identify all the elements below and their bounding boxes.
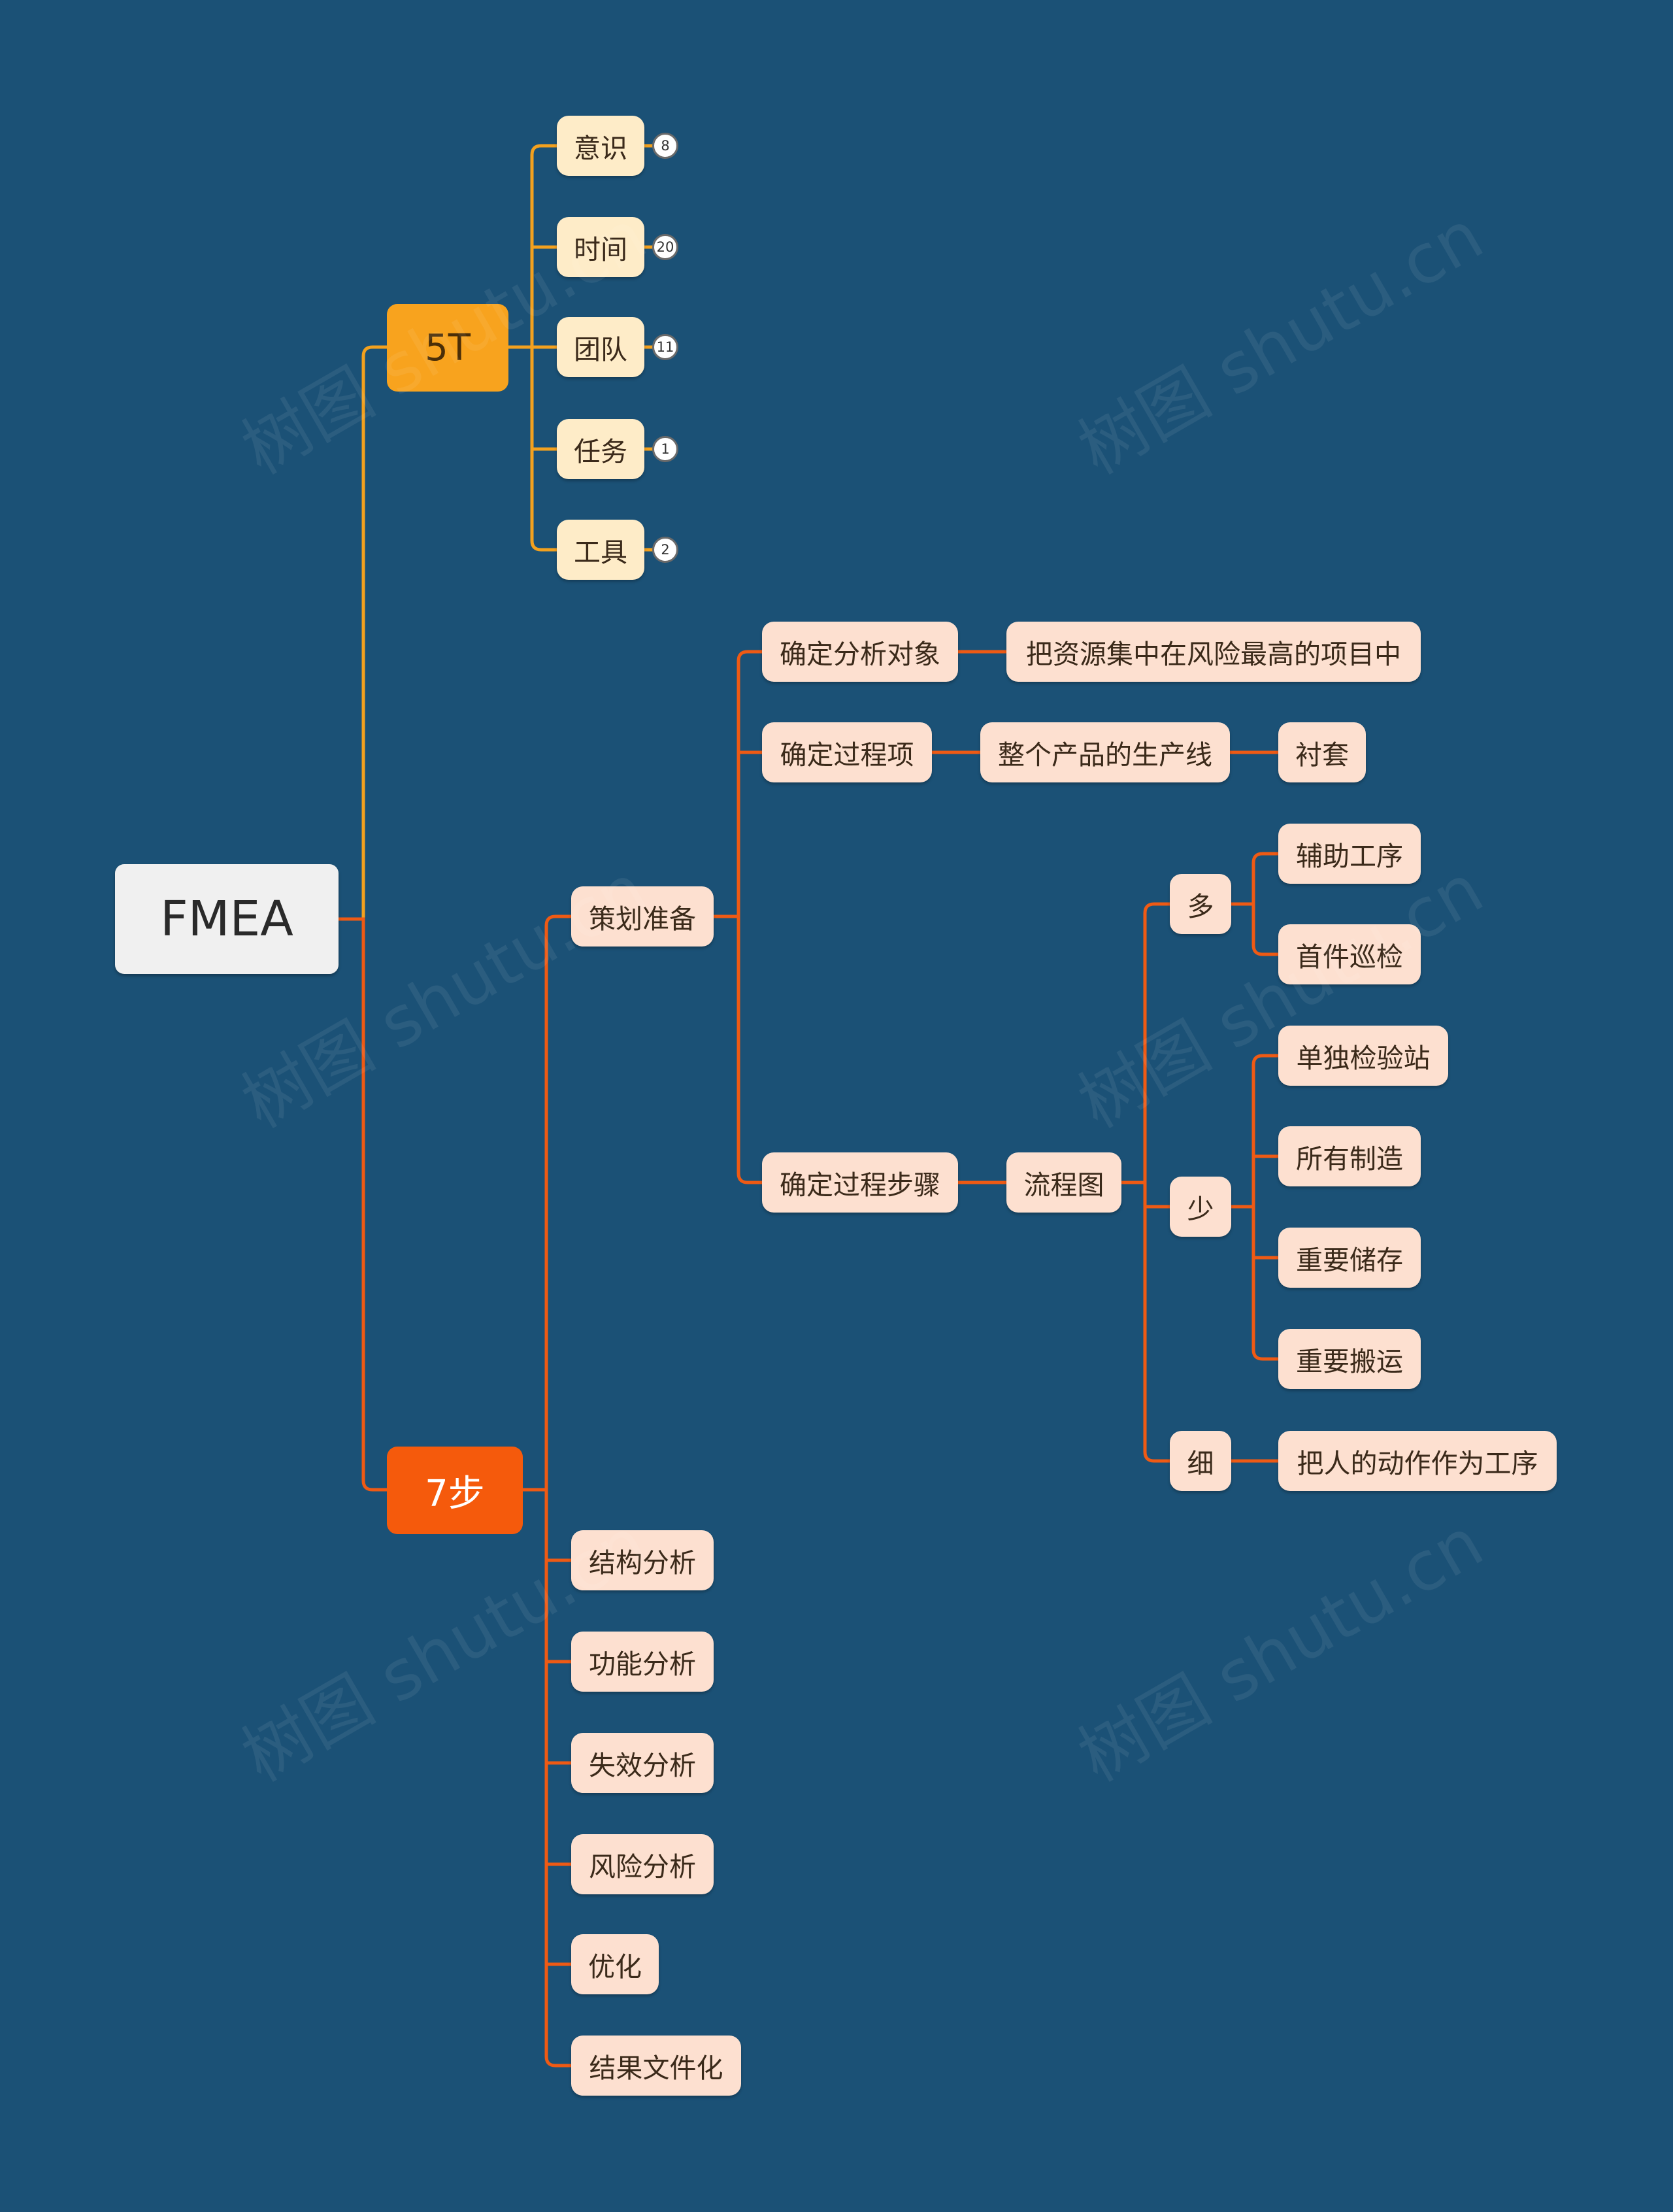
5t-item-tool[interactable]: 工具 xyxy=(557,520,644,580)
less-item[interactable]: 重要搬运 xyxy=(1278,1329,1421,1389)
group-more[interactable]: 多 xyxy=(1170,874,1231,934)
process-item-detail[interactable]: 整个产品的生产线 xyxy=(980,722,1230,782)
planning-process-steps[interactable]: 确定过程步骤 xyxy=(762,1152,958,1213)
root-node[interactable]: FMEA xyxy=(115,864,339,974)
count-badge: 1 xyxy=(652,436,678,462)
connector-root-7 xyxy=(337,917,389,1492)
group-fine[interactable]: 细 xyxy=(1170,1431,1231,1491)
fine-item[interactable]: 把人的动作作为工序 xyxy=(1278,1431,1557,1491)
count-badge: 2 xyxy=(652,537,678,563)
connector-root-5t xyxy=(337,345,389,921)
count-badge: 11 xyxy=(652,334,678,360)
less-item[interactable]: 所有制造 xyxy=(1278,1126,1421,1186)
more-item[interactable]: 首件巡检 xyxy=(1278,924,1421,984)
branch-5t-node[interactable]: 5T xyxy=(387,304,508,392)
less-item[interactable]: 重要储存 xyxy=(1278,1228,1421,1288)
process-item-sub[interactable]: 衬套 xyxy=(1278,722,1366,782)
5t-item-task[interactable]: 任务 xyxy=(557,419,644,479)
step-optimization[interactable]: 优化 xyxy=(571,1934,659,1994)
flowchart-node[interactable]: 流程图 xyxy=(1006,1152,1121,1213)
planning-process-item[interactable]: 确定过程项 xyxy=(762,722,932,782)
connector-badges xyxy=(642,144,654,552)
step-structure-analysis[interactable]: 结构分析 xyxy=(571,1530,714,1590)
step-failure-analysis[interactable]: 失效分析 xyxy=(571,1733,714,1793)
5t-item-team[interactable]: 团队 xyxy=(557,317,644,377)
branch-7-steps-node[interactable]: 7步 xyxy=(387,1447,523,1534)
less-item[interactable]: 单独检验站 xyxy=(1278,1026,1448,1086)
step-result-documentation[interactable]: 结果文件化 xyxy=(571,2036,741,2096)
more-item[interactable]: 辅助工序 xyxy=(1278,824,1421,884)
count-badge: 20 xyxy=(652,234,678,260)
5t-item-awareness[interactable]: 意识 xyxy=(557,116,644,176)
planning-analysis-object[interactable]: 确定分析对象 xyxy=(762,622,958,682)
connector-5t-items xyxy=(506,144,559,552)
connector-flow-groups xyxy=(1143,902,1172,1463)
connector-planning xyxy=(712,650,764,1184)
analysis-object-detail[interactable]: 把资源集中在风险最高的项目中 xyxy=(1006,622,1421,682)
connector-less xyxy=(1229,1054,1280,1361)
5t-item-time[interactable]: 时间 xyxy=(557,217,644,277)
step-risk-analysis[interactable]: 风险分析 xyxy=(571,1834,714,1894)
count-badge: 8 xyxy=(652,133,678,159)
connector-7-steps xyxy=(521,914,573,2068)
connector-more xyxy=(1229,852,1280,956)
step-planning[interactable]: 策划准备 xyxy=(571,886,714,947)
step-function-analysis[interactable]: 功能分析 xyxy=(571,1632,714,1692)
group-less[interactable]: 少 xyxy=(1170,1177,1231,1237)
